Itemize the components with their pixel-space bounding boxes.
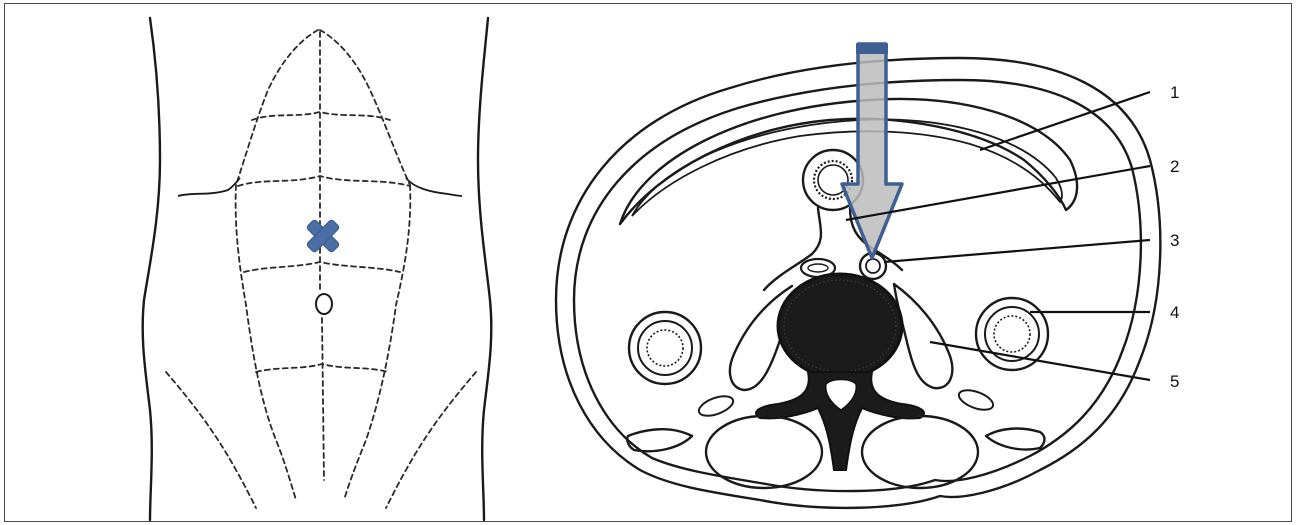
label-3: 3 bbox=[1170, 231, 1179, 250]
linea-alba bbox=[320, 32, 324, 480]
vessel-left-lumen bbox=[808, 264, 828, 272]
muscle-sliver-left bbox=[696, 392, 735, 419]
label-1: 1 bbox=[1170, 83, 1179, 102]
inguinal-line-right bbox=[386, 372, 476, 508]
tendinous-intersection-3 bbox=[244, 262, 400, 272]
tendinous-intersection-2 bbox=[238, 176, 410, 186]
psoas-right bbox=[894, 284, 952, 388]
label-2: 2 bbox=[1170, 157, 1179, 176]
axial-cross-section: 1 2 3 4 5 bbox=[556, 44, 1179, 508]
down-arrow-icon bbox=[842, 44, 902, 258]
umbilicus bbox=[316, 294, 332, 314]
costal-margin-left bbox=[236, 30, 318, 185]
tendinous-intersection-1 bbox=[252, 112, 390, 120]
arrow-cap bbox=[856, 44, 888, 54]
muscle-sliver-right bbox=[956, 386, 995, 413]
erector-spinae-right bbox=[862, 416, 978, 488]
erector-spinae-left bbox=[706, 416, 822, 488]
label-5: 5 bbox=[1170, 372, 1179, 391]
costal-margin-right bbox=[320, 30, 410, 185]
kidney-left bbox=[629, 312, 701, 384]
abdomen-front-view bbox=[143, 18, 492, 520]
lower-rib-line-right bbox=[406, 178, 462, 196]
torso-right-contour bbox=[478, 18, 491, 520]
vertebral-body bbox=[778, 274, 902, 378]
label-4: 4 bbox=[1170, 303, 1179, 322]
lower-rib-line bbox=[178, 178, 240, 196]
leader-line-1 bbox=[980, 92, 1150, 150]
quadratus-right bbox=[986, 429, 1045, 450]
leader-line-3 bbox=[884, 240, 1150, 262]
linea-semilunaris-left bbox=[236, 185, 296, 500]
torso-left-contour bbox=[143, 18, 160, 520]
inguinal-line-left bbox=[166, 372, 256, 508]
x-mark-icon bbox=[298, 211, 349, 262]
leader-line-5 bbox=[930, 342, 1150, 380]
linea-semilunaris-right bbox=[344, 185, 410, 500]
kidney-right bbox=[976, 298, 1048, 370]
